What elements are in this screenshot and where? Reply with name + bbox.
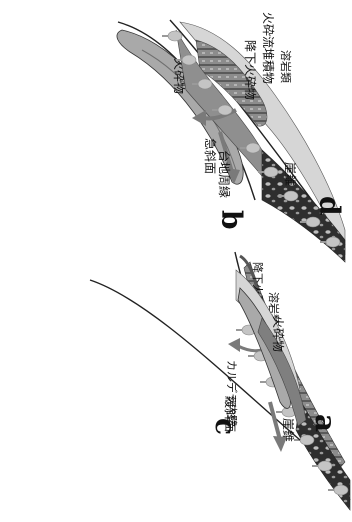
panel-b-label-steep-slope: 急斜面 bbox=[203, 138, 218, 174]
panel-a-arrow bbox=[238, 346, 262, 351]
panel-c-label-pyroclastics: 火砕物 bbox=[271, 316, 286, 352]
panel-d-label-plateau-margin: 台地周縁 bbox=[217, 150, 232, 198]
panel-d-label-flow-deposit: 火砕流堆積物 bbox=[261, 12, 276, 84]
panel-b-letter: b bbox=[215, 210, 248, 230]
panel-d-label-airfall: 降下火砕物 bbox=[243, 40, 258, 100]
panel-c-letter: c bbox=[209, 418, 242, 435]
panel-d: 降下火砕物 火砕流堆積物 溶岩類 台地周縁 崖錐 d bbox=[162, 12, 346, 262]
panel-d-label-lava: 溶岩類 bbox=[279, 50, 293, 83]
panel-d-letter: d bbox=[313, 196, 346, 216]
panel-d-label-talus: 崖錐 bbox=[283, 162, 298, 186]
panel-a-letter: a bbox=[309, 414, 342, 432]
